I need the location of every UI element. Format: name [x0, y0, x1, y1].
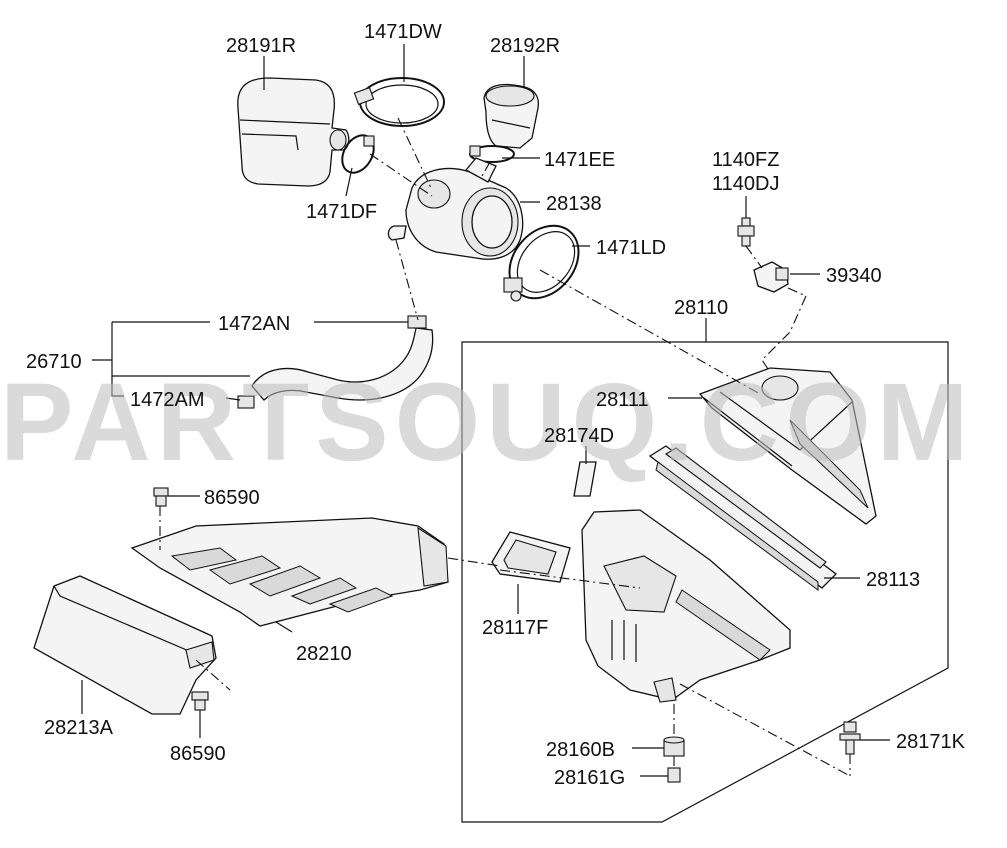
label-28160B[interactable]: 28160B	[546, 739, 615, 761]
label-86590-lower[interactable]: 86590	[170, 743, 226, 765]
label-1471DW[interactable]: 1471DW	[364, 21, 442, 43]
label-39340[interactable]: 39340	[826, 265, 882, 287]
label-28213A[interactable]: 28213A	[44, 717, 114, 739]
label-28110[interactable]: 28110	[674, 297, 728, 319]
part-86590-bolt-lower[interactable]	[191, 691, 209, 711]
part-28161G-collar[interactable]	[667, 767, 681, 783]
label-28113[interactable]: 28113	[866, 569, 920, 591]
label-28161G[interactable]: 28161G	[554, 767, 625, 789]
label-1140FZ[interactable]: 1140FZ	[712, 149, 779, 171]
part-28174D-clip[interactable]	[573, 461, 597, 497]
label-28117F[interactable]: 28117F	[482, 617, 548, 639]
label-28138[interactable]: 28138	[546, 193, 602, 215]
part-28117F-bracket[interactable]	[491, 531, 571, 583]
part-1140FZ-bolt[interactable]	[737, 217, 755, 247]
part-28192R-duct[interactable]	[483, 83, 540, 149]
label-28174D[interactable]: 28174D	[544, 425, 614, 447]
part-labels: 28191R 1471DW 28192R 1471EE 1471DF 28138…	[26, 21, 966, 789]
label-28111[interactable]: 28111	[596, 389, 649, 411]
part-28113-filter[interactable]	[648, 445, 837, 591]
part-28138-intake-duct[interactable]	[387, 157, 524, 260]
label-28191R[interactable]: 28191R	[226, 35, 296, 57]
part-air-cleaner-body[interactable]	[581, 509, 791, 703]
part-86590-bolt-upper[interactable]	[153, 487, 169, 507]
label-1471DF[interactable]: 1471DF	[306, 201, 377, 223]
part-28191R-resonator[interactable]	[237, 77, 350, 187]
part-28210-intake-duct[interactable]	[130, 517, 449, 627]
assembly-lines	[159, 117, 851, 777]
leader-lines	[81, 44, 890, 777]
label-86590-upper[interactable]: 86590	[204, 487, 260, 509]
label-1471EE[interactable]: 1471EE	[544, 149, 615, 171]
label-1472AM[interactable]: 1472AM	[130, 389, 205, 411]
label-28171K[interactable]: 28171K	[896, 731, 966, 753]
label-1140DJ[interactable]: 1140DJ	[712, 173, 779, 195]
label-26710[interactable]: 26710	[26, 351, 82, 373]
part-28160B-mount[interactable]	[663, 736, 685, 757]
watermark: PARTSOUQ.COM	[0, 361, 974, 484]
part-28171K-bolt[interactable]	[839, 721, 861, 755]
part-1471DW-clamp[interactable]	[353, 77, 445, 127]
label-1471LD[interactable]: 1471LD	[596, 237, 666, 259]
part-1471EE-clamp[interactable]	[469, 145, 515, 163]
assembly-frame	[461, 341, 949, 823]
label-28210[interactable]: 28210	[296, 643, 352, 665]
label-1472AN[interactable]: 1472AN	[218, 313, 290, 335]
part-28213A-shield[interactable]	[33, 575, 217, 715]
label-28192R[interactable]: 28192R	[490, 35, 560, 57]
part-39340-sensor[interactable]	[753, 261, 789, 293]
part-28111-upper-cover[interactable]	[698, 367, 877, 525]
part-1471LD-clamp[interactable]	[495, 212, 592, 312]
part-1471DF-clamp[interactable]	[336, 130, 380, 179]
